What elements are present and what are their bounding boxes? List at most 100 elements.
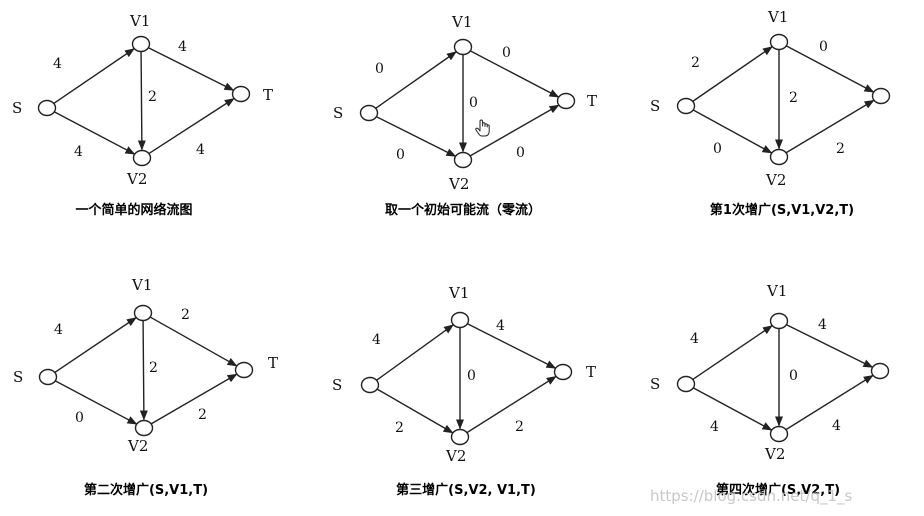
edge-s-v2 <box>692 108 773 154</box>
node-label-s: S <box>333 104 343 122</box>
node-v1 <box>133 304 153 322</box>
edge-v1-t <box>147 46 235 91</box>
node-label-v1: V1 <box>766 282 787 300</box>
flow-value-v1-v2: 0 <box>469 95 478 111</box>
node-label-v2: V2 <box>448 175 469 193</box>
edge-v1-t <box>785 323 874 368</box>
flow-value-v2-t: 0 <box>516 145 525 161</box>
edge-v1-v2 <box>139 320 148 421</box>
flow-value-v1-v2: 0 <box>467 368 476 384</box>
edge-v1-t <box>785 44 875 93</box>
node-label-v2: V2 <box>127 437 148 455</box>
flow-value-s-v2: 4 <box>710 419 719 435</box>
panel-caption: 一个简单的网络流图 <box>75 202 192 218</box>
flow-value-v1-v2: 2 <box>149 360 158 376</box>
flow-value-v1-t: 4 <box>818 317 827 333</box>
node-v1 <box>450 311 470 329</box>
edge-s-v1 <box>52 48 135 105</box>
panel-caption: 第四次增广(S,V2,T) <box>716 482 840 498</box>
flow-value-s-v1: 4 <box>372 332 381 348</box>
panel-caption: 第1次增广(S,V1,V2,T) <box>710 202 854 218</box>
node-label-v1: V1 <box>448 284 469 302</box>
edge-v2-t <box>785 99 875 154</box>
flow-value-v1-v2: 0 <box>789 368 798 384</box>
edge-v1-t <box>466 322 557 369</box>
node-s <box>37 99 57 117</box>
flow-value-v1-t: 4 <box>178 39 187 55</box>
edge-v2-t <box>784 374 874 431</box>
node-label-s: S <box>650 97 660 115</box>
flow-value-v1-v2: 2 <box>148 89 157 105</box>
edge-s-v1 <box>53 317 137 374</box>
node-s <box>676 97 696 115</box>
node-s <box>360 376 380 394</box>
edge-s-v1 <box>375 324 454 382</box>
edge-v2-t <box>469 104 560 157</box>
panel-caption: 第二次增广(S,V1,T) <box>84 482 208 498</box>
edge-s-v2 <box>53 110 136 155</box>
edge-v2-t <box>465 375 557 434</box>
edge-s-v2 <box>54 379 138 425</box>
node-label-t: T <box>263 86 273 104</box>
flow-value-v1-t: 2 <box>181 307 190 323</box>
node-v1 <box>131 35 151 53</box>
node-t <box>870 362 890 380</box>
flow-value-s-v2: 4 <box>74 144 83 160</box>
node-v2 <box>769 148 789 166</box>
node-label-v2: V2 <box>765 171 786 189</box>
node-label-t: T <box>586 363 596 381</box>
flow-value-v2-t: 2 <box>515 419 524 435</box>
node-t <box>556 92 576 110</box>
flow-value-s-v1: 4 <box>690 331 699 347</box>
flow-value-s-v1: 2 <box>691 55 700 71</box>
flow-value-s-v2: 0 <box>396 147 405 163</box>
node-label-v1: V1 <box>129 12 150 30</box>
node-t <box>553 363 573 381</box>
node-label-v2: V2 <box>445 447 466 465</box>
watermark: https://blog.csdn.net/q_1_s <box>650 487 853 506</box>
edge-v1-v2 <box>137 51 146 151</box>
edge-s-v2 <box>692 386 773 431</box>
flow-value-v2-t: 4 <box>196 142 205 158</box>
node-label-t: T <box>587 92 597 110</box>
flow-value-s-v2: 0 <box>713 141 722 157</box>
flow-value-s-v2: 0 <box>75 410 84 426</box>
edge-v1-t <box>469 49 560 98</box>
node-s <box>359 104 379 122</box>
node-v1 <box>769 312 789 330</box>
flow-value-v1-v2: 2 <box>789 90 798 106</box>
flow-value-v1-t: 0 <box>502 45 511 61</box>
node-v2 <box>132 149 152 167</box>
edge-s-v2 <box>376 388 454 434</box>
edge-v2-t <box>147 98 235 155</box>
node-t <box>234 361 254 379</box>
node-v2 <box>450 428 470 446</box>
node-v1 <box>453 38 473 56</box>
edge-v2-t <box>150 373 238 425</box>
panel-caption: 第三增广(S,V2, V1,T) <box>396 482 536 498</box>
edge-v1-t <box>149 316 238 367</box>
node-t <box>231 85 251 103</box>
flow-value-v2-t: 2 <box>198 407 207 423</box>
node-label-s: S <box>12 99 22 117</box>
flow-value-v2-t: 2 <box>836 141 845 157</box>
node-label-v1: V1 <box>451 13 472 31</box>
node-s <box>38 368 58 386</box>
edge-s-v1 <box>691 46 773 103</box>
node-v1 <box>769 33 789 51</box>
flow-value-s-v1: 4 <box>54 322 63 338</box>
hand-cursor-icon <box>475 119 490 137</box>
node-label-s: S <box>13 368 23 386</box>
flow-value-s-v1: 0 <box>375 61 384 77</box>
edge-s-v1 <box>691 325 773 381</box>
node-v2 <box>134 419 154 437</box>
node-label-v2: V2 <box>764 445 785 463</box>
node-label-s: S <box>332 376 342 394</box>
